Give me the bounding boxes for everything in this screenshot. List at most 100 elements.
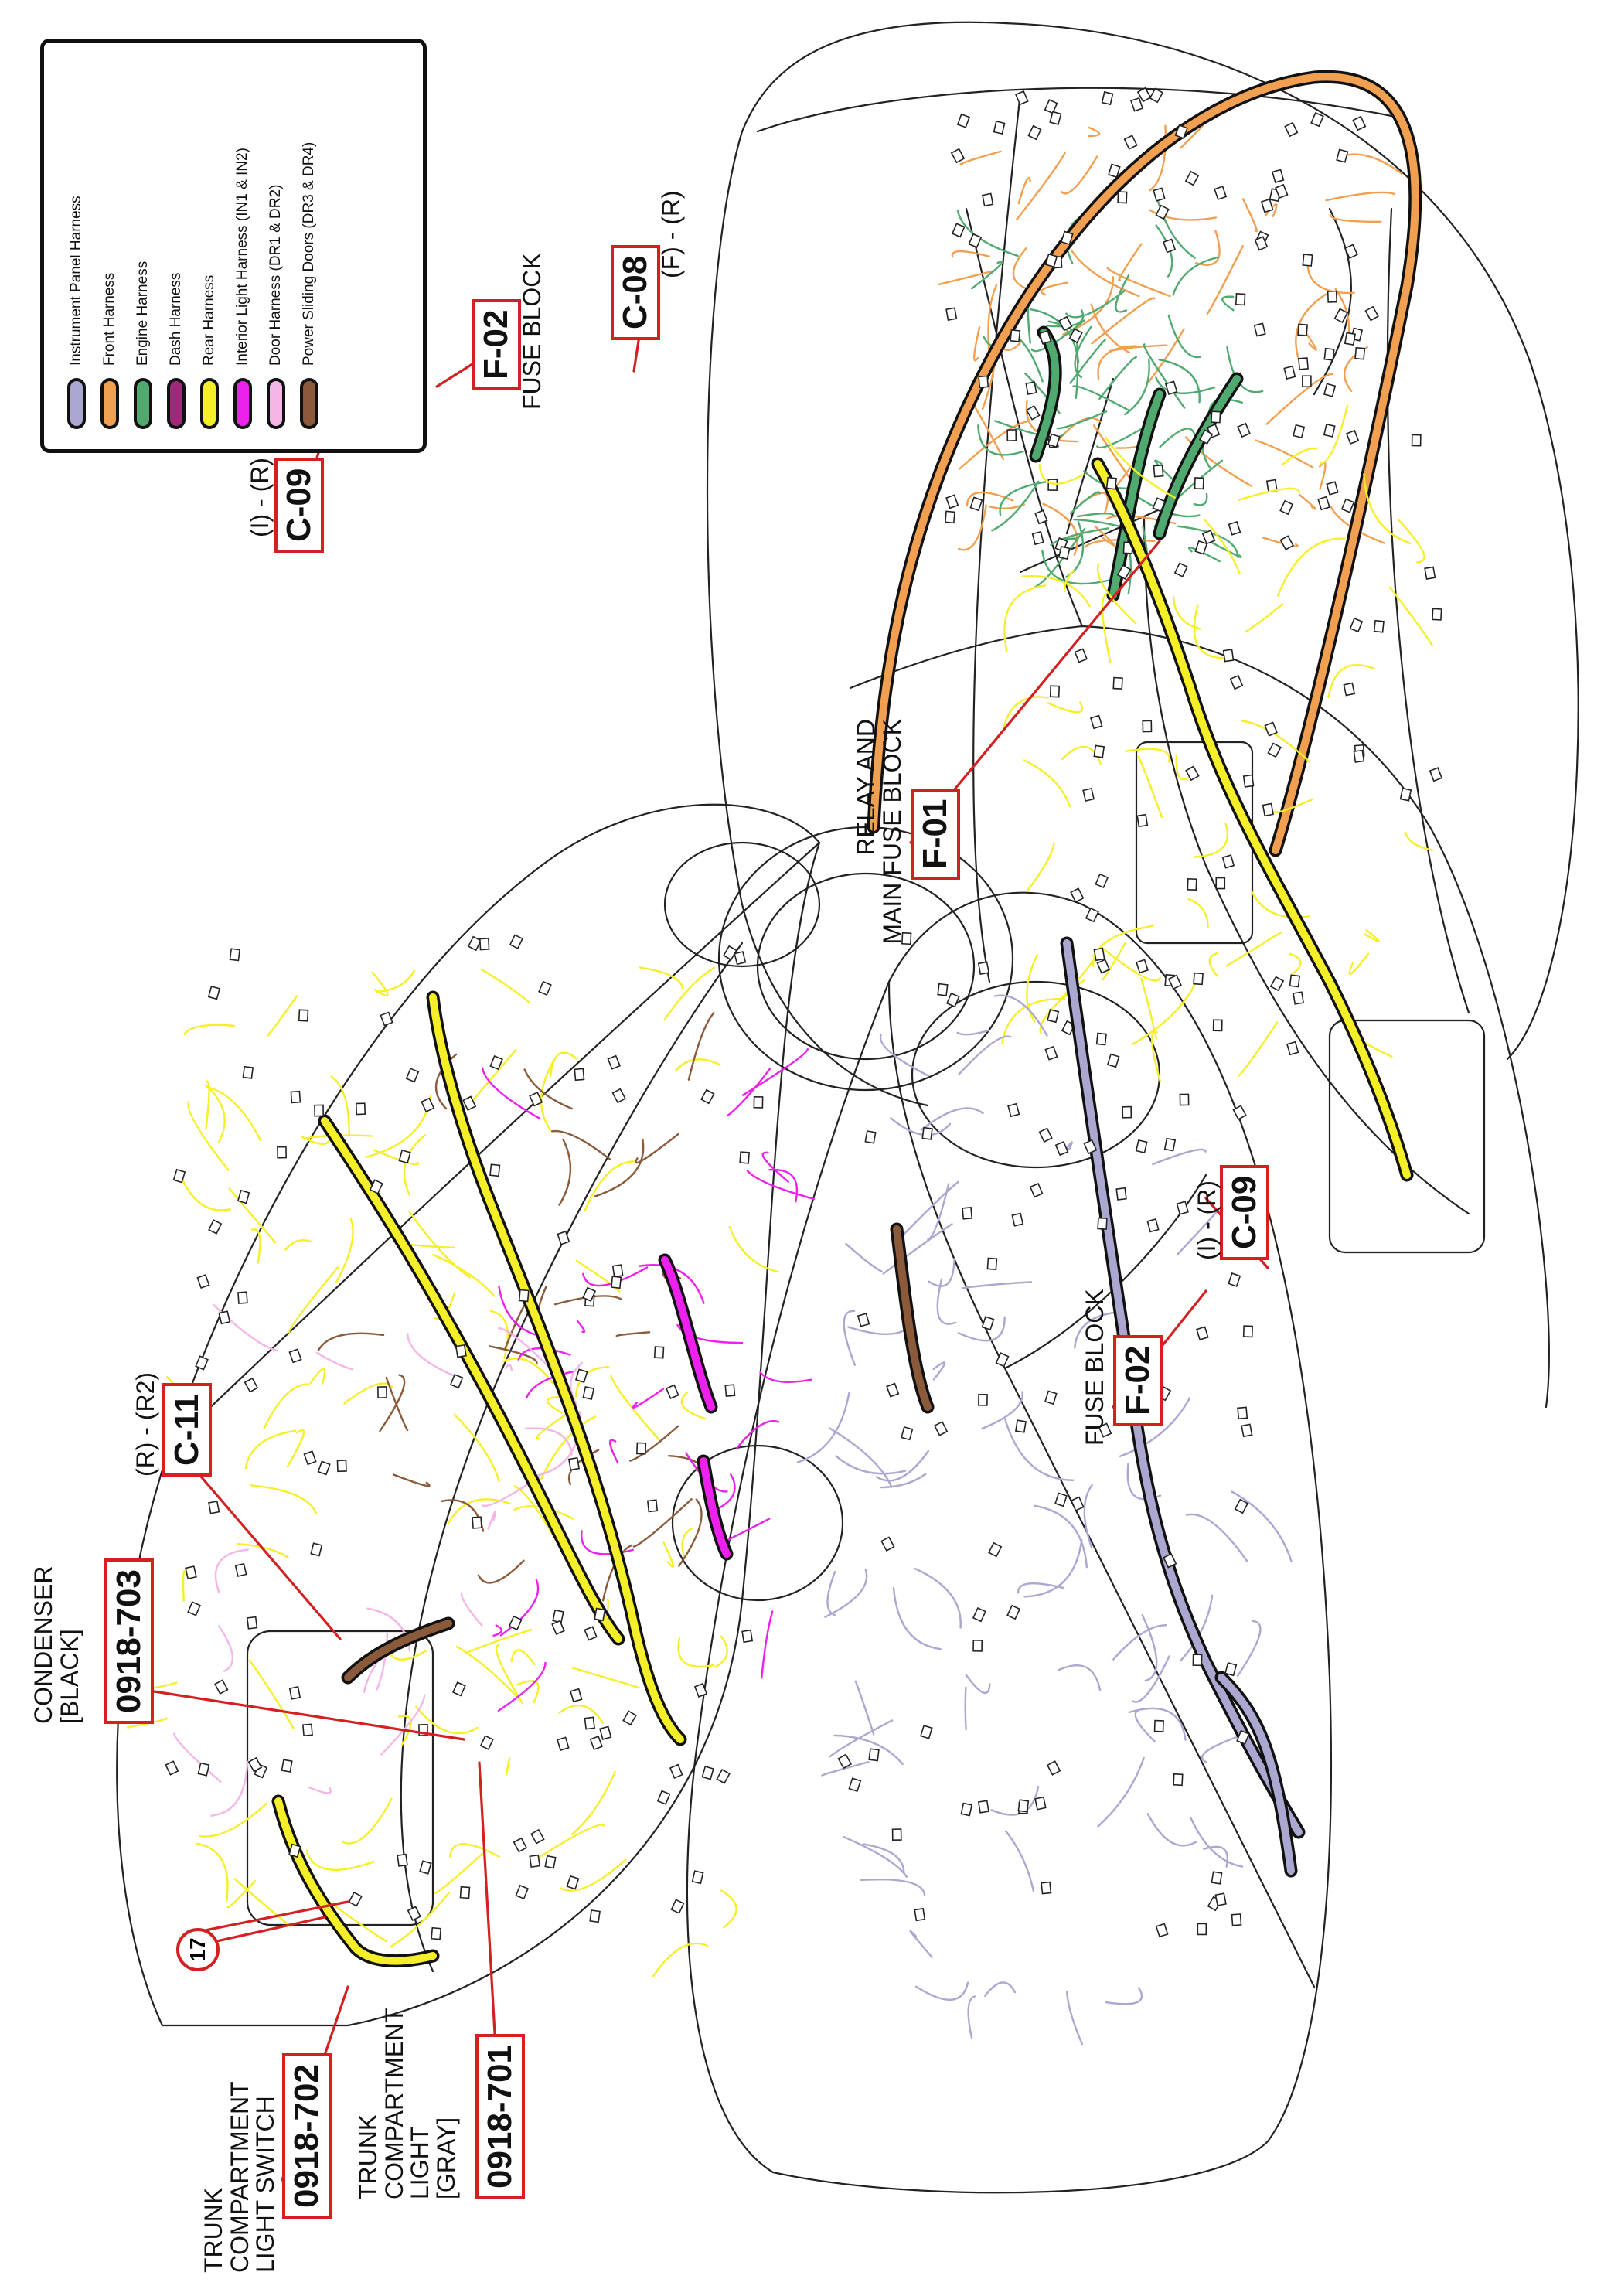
- front-harness-branch: [1109, 344, 1168, 353]
- front-harness-branch: [1264, 203, 1278, 217]
- ip-harness-branch: [936, 1278, 957, 1325]
- engine-harness-branch: [1045, 308, 1085, 328]
- rear-harness-branch: [516, 1680, 540, 1704]
- rear-harness-branch: [1002, 696, 1049, 731]
- connector: [1044, 99, 1058, 114]
- rear-harness-branch: [432, 1253, 496, 1297]
- engine-harness-branch: [1158, 359, 1201, 404]
- connector: [472, 1516, 482, 1529]
- connector: [956, 113, 971, 128]
- connector: [1034, 509, 1048, 525]
- connector: [1153, 464, 1164, 478]
- connector: [886, 1382, 900, 1398]
- rear-harness-branch: [1327, 664, 1375, 699]
- connector: [1093, 744, 1105, 758]
- connector: [716, 1768, 731, 1784]
- engine-harness-branch: [1167, 314, 1202, 359]
- rear-harness-branch: [540, 1415, 596, 1481]
- connector: [1058, 315, 1073, 332]
- connector: [165, 1760, 179, 1776]
- callout-c11: C-11: [162, 1383, 212, 1477]
- connector: [1336, 148, 1349, 163]
- callout-f02-top-desc: FUSE BLOCK: [518, 253, 546, 410]
- windshield-line: [965, 207, 1084, 628]
- front-harness-branch: [966, 491, 1014, 507]
- legend-swatch: [266, 378, 285, 429]
- connector: [1293, 991, 1305, 1005]
- connector: [636, 1442, 647, 1455]
- connector: [1117, 191, 1128, 204]
- connector: [348, 1891, 363, 1907]
- connector: [1253, 322, 1266, 337]
- connector: [1221, 854, 1235, 869]
- connector: [1215, 877, 1226, 890]
- interior-light-branch: [608, 1439, 619, 1464]
- rear-harness-branch: [434, 1852, 484, 1895]
- connector: [570, 1688, 583, 1703]
- rear-harness-branch: [681, 1528, 693, 1558]
- rear-harness-branch: [375, 969, 415, 993]
- connector: [247, 1756, 263, 1773]
- sliding-door-branch: [392, 1473, 431, 1487]
- interior-light-branch: [759, 1371, 812, 1383]
- ip-harness-branch: [1179, 1594, 1214, 1662]
- rear-harness-branch: [248, 1659, 295, 1729]
- engine-harness-branch: [1041, 550, 1113, 585]
- rear-harness-branch: [410, 1244, 455, 1248]
- connector: [1142, 720, 1153, 733]
- connector: [377, 1386, 387, 1398]
- sliding-door-branch: [488, 1345, 538, 1365]
- ip-harness-branch: [1017, 1582, 1065, 1594]
- connector: [1236, 1729, 1250, 1745]
- ip-harness-branch: [896, 1180, 959, 1242]
- ip-harness-branch: [1083, 1484, 1093, 1549]
- legend-label: Door Harness (DR1 & DR2): [267, 184, 284, 366]
- rear-harness-branch: [510, 1649, 536, 1666]
- connector: [1106, 1053, 1120, 1068]
- connector: [1302, 375, 1312, 388]
- rear-harness-branch: [373, 1149, 420, 1166]
- interior-light-branch: [727, 1068, 771, 1117]
- connector: [1115, 1187, 1127, 1201]
- engine-harness-branch: [1193, 492, 1208, 506]
- rear-harness-branch: [663, 966, 716, 1021]
- ip-harness-branch: [845, 1242, 883, 1272]
- connector: [1429, 767, 1443, 782]
- legend-item: Dash Harness: [159, 63, 192, 429]
- engine-harness-branch: [1221, 295, 1235, 312]
- rear-harness-branch: [662, 1541, 674, 1568]
- rear-wheel: [671, 1444, 844, 1602]
- engine-harness-branch: [999, 479, 1053, 516]
- connector: [208, 1500, 220, 1514]
- ip-harness-branch: [920, 1107, 984, 1131]
- ip-harness-branch: [1065, 1991, 1084, 2046]
- connector: [691, 1870, 704, 1885]
- connector: [1184, 170, 1200, 186]
- legend-label: Dash Harness: [167, 272, 184, 366]
- front-harness-branch: [1016, 152, 1066, 220]
- connector: [197, 1762, 210, 1777]
- rear-harness-branch: [1281, 447, 1318, 466]
- connector: [244, 1377, 259, 1393]
- connector: [982, 192, 994, 207]
- connector: [1323, 383, 1337, 397]
- connector: [1046, 1760, 1061, 1776]
- legend-swatch: [133, 378, 152, 429]
- legend-item: Instrument Panel Harness: [60, 63, 93, 429]
- engine-harness-branch: [1034, 528, 1086, 588]
- rear-harness-branch: [1225, 931, 1282, 967]
- connector: [298, 1009, 309, 1022]
- connector: [1174, 124, 1188, 139]
- engine-harness-branch: [1124, 359, 1150, 416]
- connector: [355, 1102, 366, 1116]
- connector: [317, 1460, 331, 1476]
- rear-harness-branch: [1288, 952, 1302, 975]
- trunk-opening: [246, 1630, 434, 1926]
- sliding-door-branch: [379, 1374, 406, 1432]
- ip-harness-branch: [835, 1455, 907, 1475]
- connector: [1054, 1140, 1069, 1157]
- legend-label: Front Harness: [100, 272, 118, 366]
- rear-harness-branch: [237, 1543, 289, 1558]
